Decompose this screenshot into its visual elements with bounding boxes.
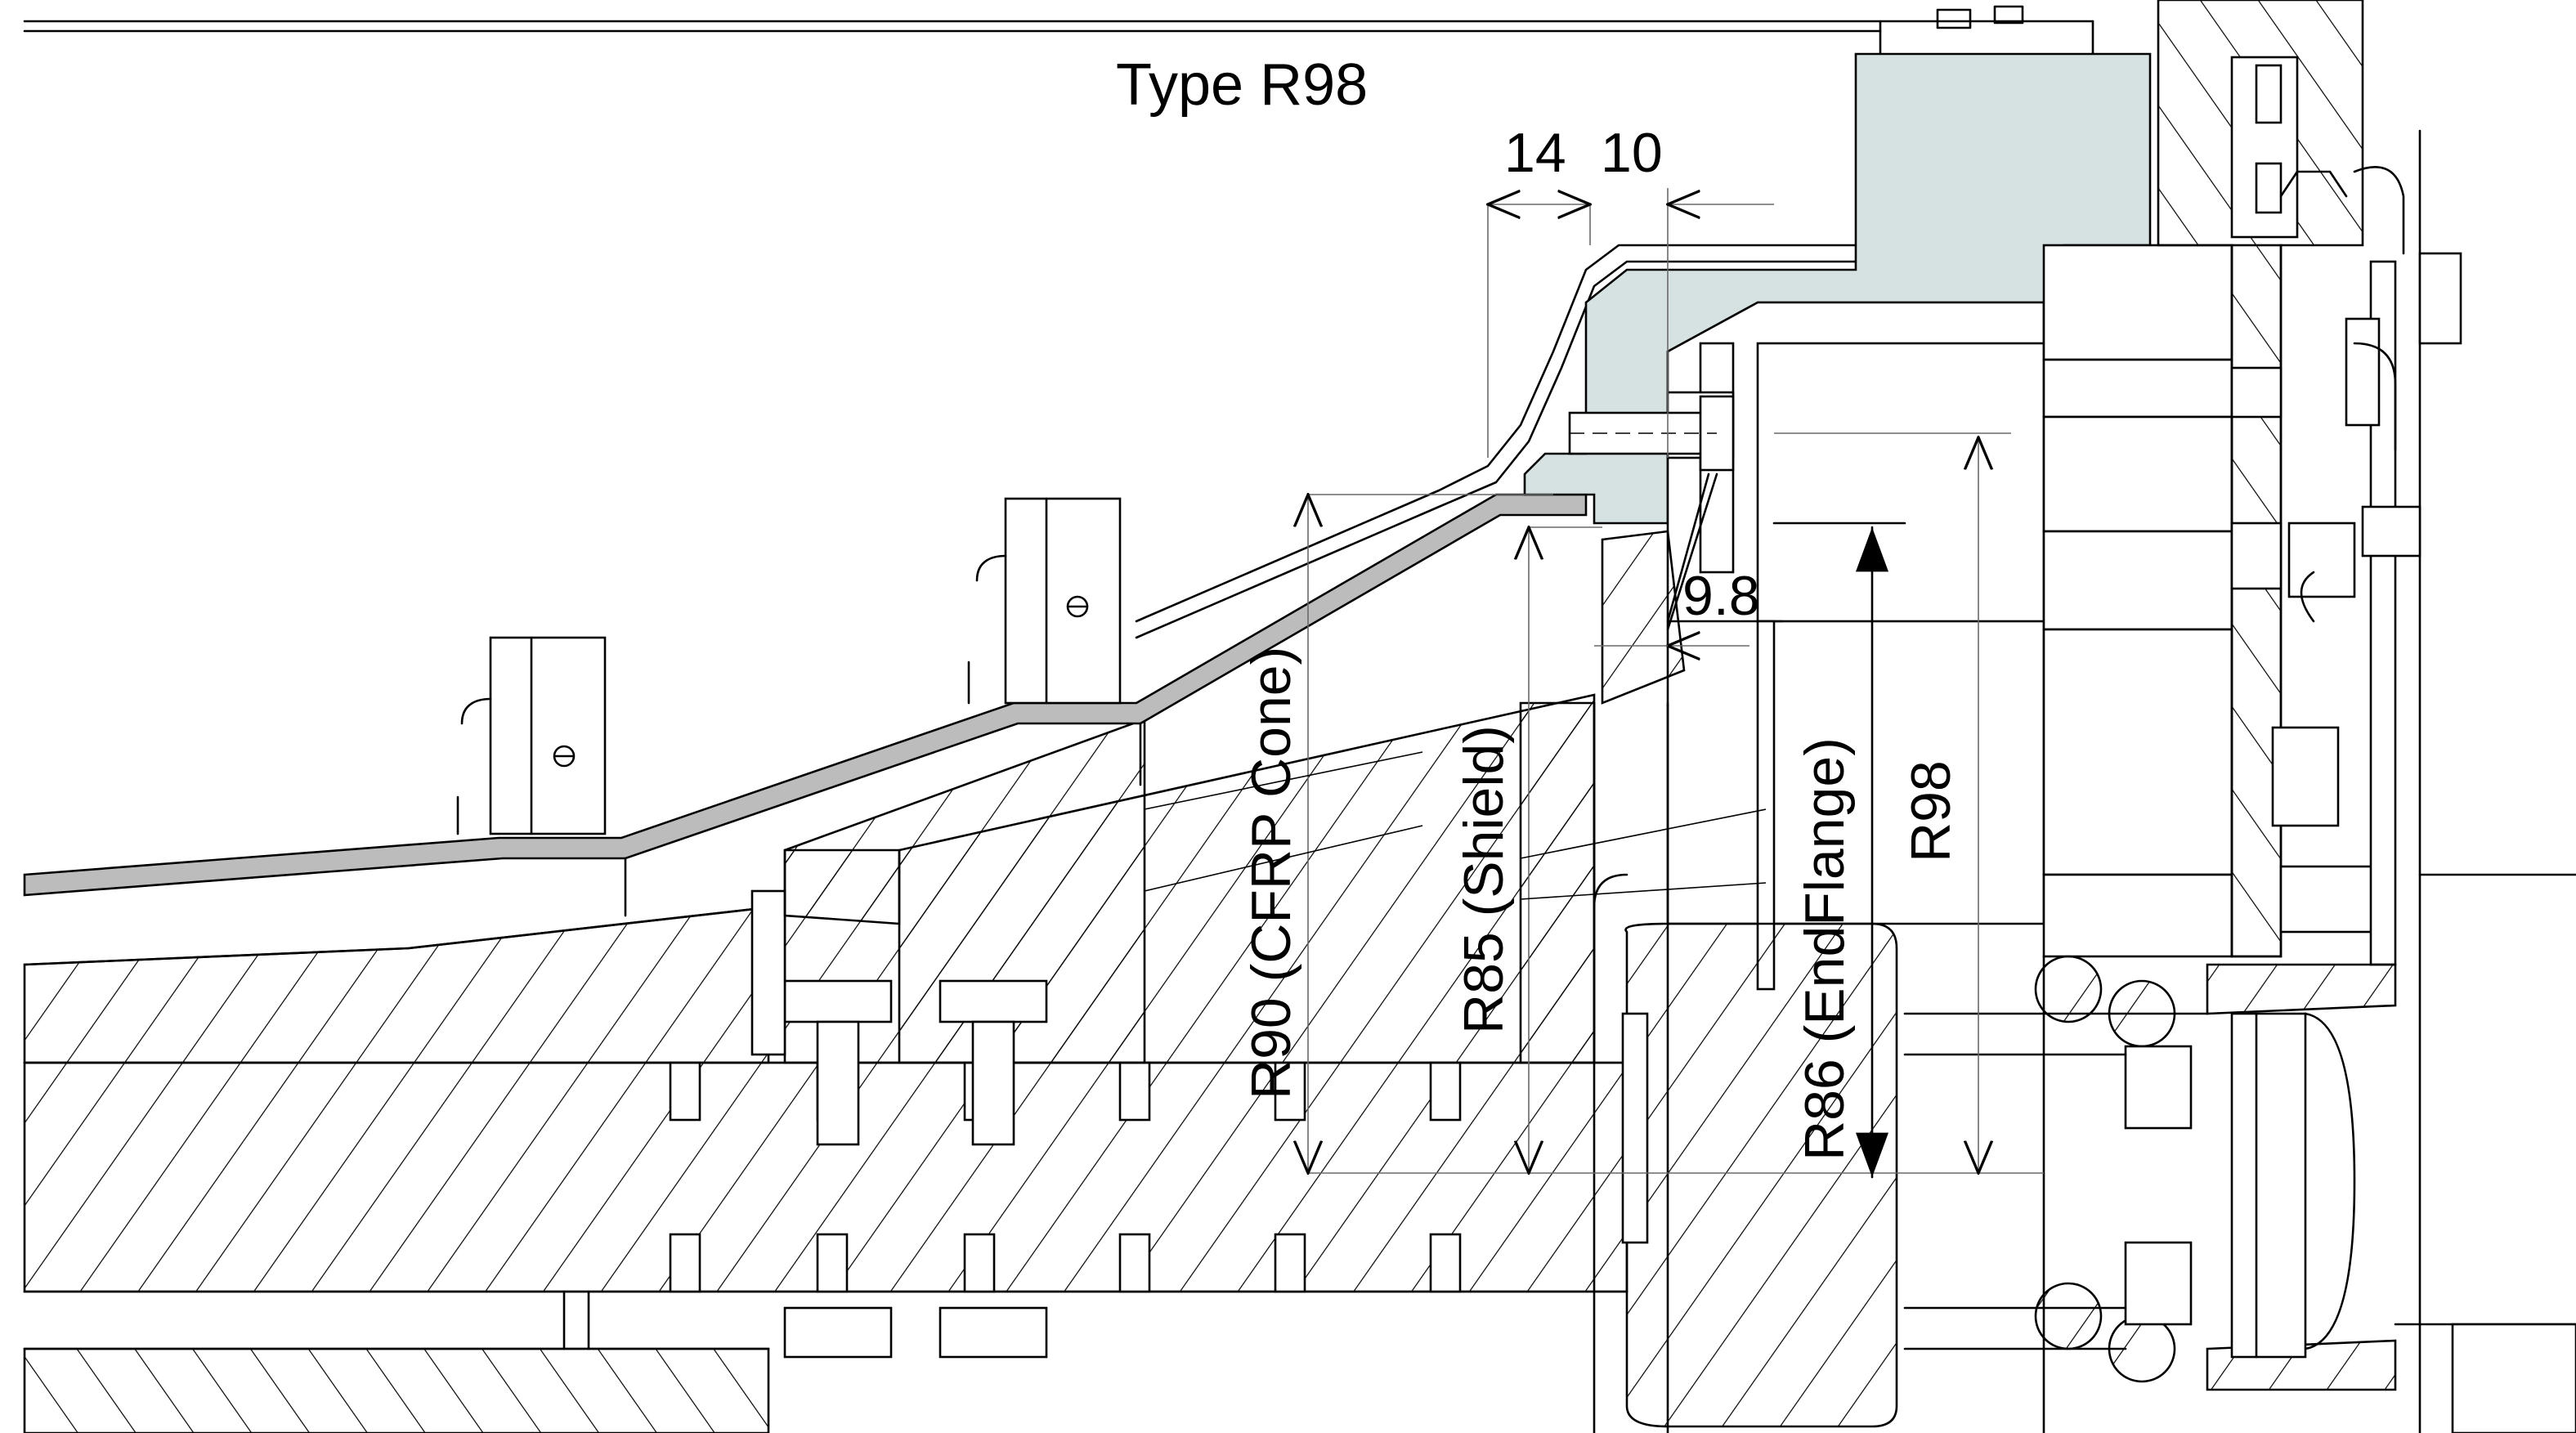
dimension-10: 10 (1601, 122, 1663, 184)
label-r98: R98 (1900, 760, 1962, 862)
right-assembly (2042, 0, 2576, 1433)
bearing-assembly (1903, 955, 2576, 1433)
dimension-9-8: 9.8 (1682, 565, 1760, 627)
outer-cone-line-2 (1135, 260, 1866, 639)
label-r85-shield: R85 (Shield) (1453, 725, 1515, 1034)
label-r86-end-flange: R86 (EndFlange) (1794, 737, 1856, 1161)
cfrp-cone (23, 493, 1588, 917)
diagram-title: Type R98 (1116, 52, 1368, 118)
upper-tapered-body (23, 693, 1596, 1064)
label-r90-cfrp-cone: R90 (CFRP Cone) (1240, 647, 1302, 1099)
outer-cone-line (1135, 244, 1857, 623)
clamp-left (456, 636, 607, 835)
dimension-lines (1144, 188, 2044, 1179)
top-housing (23, 5, 2094, 59)
lower-fasteners (750, 849, 1048, 1146)
clamp-right (967, 497, 1122, 705)
dimension-14: 14 (1504, 122, 1566, 184)
labels: Type R98 14 10 9.8 R90 (CFRP Cone) R85 (… (1116, 52, 1962, 1161)
